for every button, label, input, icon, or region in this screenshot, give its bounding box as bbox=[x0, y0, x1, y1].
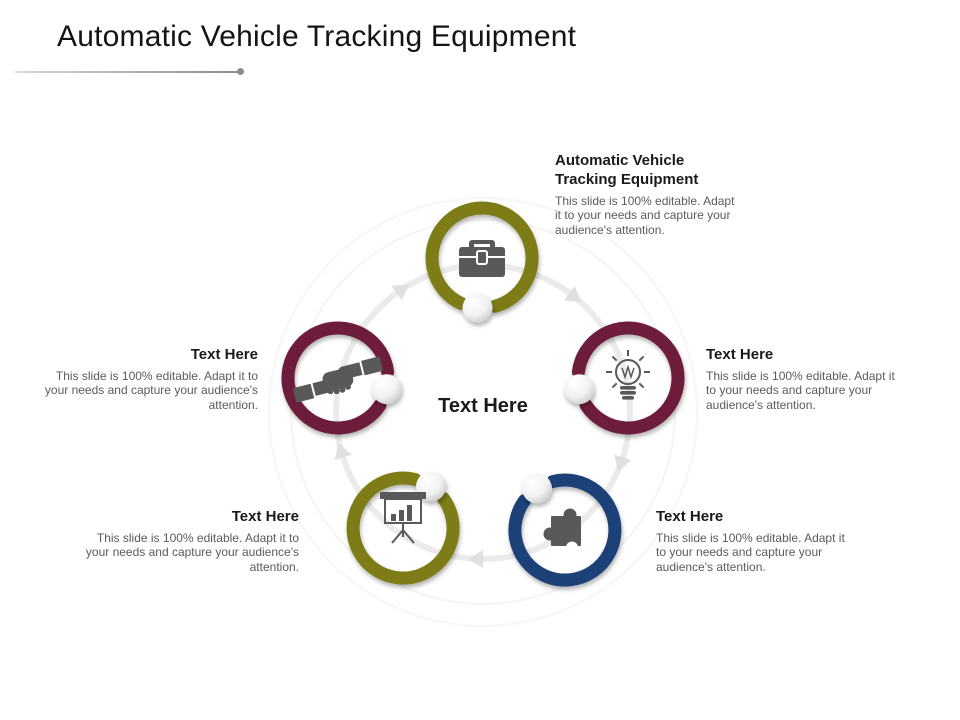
ring-top bbox=[425, 201, 539, 313]
node-heading: Text Here bbox=[190, 346, 258, 363]
ring-left bbox=[281, 321, 395, 435]
sphere-marker bbox=[462, 292, 493, 323]
node-description: This slide is 100% editable. Adapt it to… bbox=[85, 530, 299, 574]
node-heading: Automatic Vehicle Tracking Equipment bbox=[555, 152, 699, 188]
decorative-circle bbox=[268, 197, 698, 627]
node-label-bottom-right: Text Here This slide is 100% editable. A… bbox=[656, 508, 856, 575]
presentation-chart-icon bbox=[380, 492, 426, 544]
center-label: Text Here bbox=[438, 395, 528, 417]
sphere-marker bbox=[522, 473, 552, 504]
node-label-right: Text Here This slide is 100% editable. A… bbox=[706, 346, 904, 413]
handshake-icon bbox=[292, 356, 383, 403]
node-heading: Text Here bbox=[656, 508, 724, 525]
arrow-icon bbox=[391, 284, 409, 301]
node-description: This slide is 100% editable. Adapt it to… bbox=[656, 530, 845, 574]
node-description: This slide is 100% editable. Adapt it to… bbox=[706, 368, 895, 412]
cycle-arrows bbox=[334, 284, 632, 568]
node-heading: Text Here bbox=[231, 508, 299, 525]
lightbulb-icon bbox=[606, 350, 650, 400]
node-label-left: Text Here This slide is 100% editable. A… bbox=[40, 346, 258, 413]
ring-right bbox=[571, 321, 685, 435]
ring-bottom-left bbox=[346, 471, 460, 585]
arrow-icon bbox=[334, 443, 352, 461]
arrow-icon bbox=[614, 454, 632, 472]
title-underline-dot bbox=[237, 68, 244, 75]
puzzle-piece-icon bbox=[543, 508, 581, 554]
arrow-icon bbox=[564, 285, 582, 302]
sphere-marker bbox=[564, 374, 595, 405]
sphere-marker bbox=[371, 374, 402, 405]
node-label-top: Automatic Vehicle Tracking Equipment Thi… bbox=[555, 152, 740, 237]
node-label-bottom-left: Text Here This slide is 100% editable. A… bbox=[80, 508, 299, 575]
briefcase-icon bbox=[459, 240, 505, 277]
decorative-circle bbox=[290, 219, 676, 605]
node-heading: Text Here bbox=[706, 346, 774, 363]
node-description: This slide is 100% editable. Adapt it to… bbox=[555, 193, 735, 237]
page-title: Automatic Vehicle Tracking Equipment bbox=[57, 20, 577, 53]
title-underline bbox=[15, 71, 239, 73]
node-description: This slide is 100% editable. Adapt it to… bbox=[44, 368, 258, 412]
ring-bottom-right bbox=[508, 473, 622, 587]
arrow-icon bbox=[468, 550, 483, 568]
